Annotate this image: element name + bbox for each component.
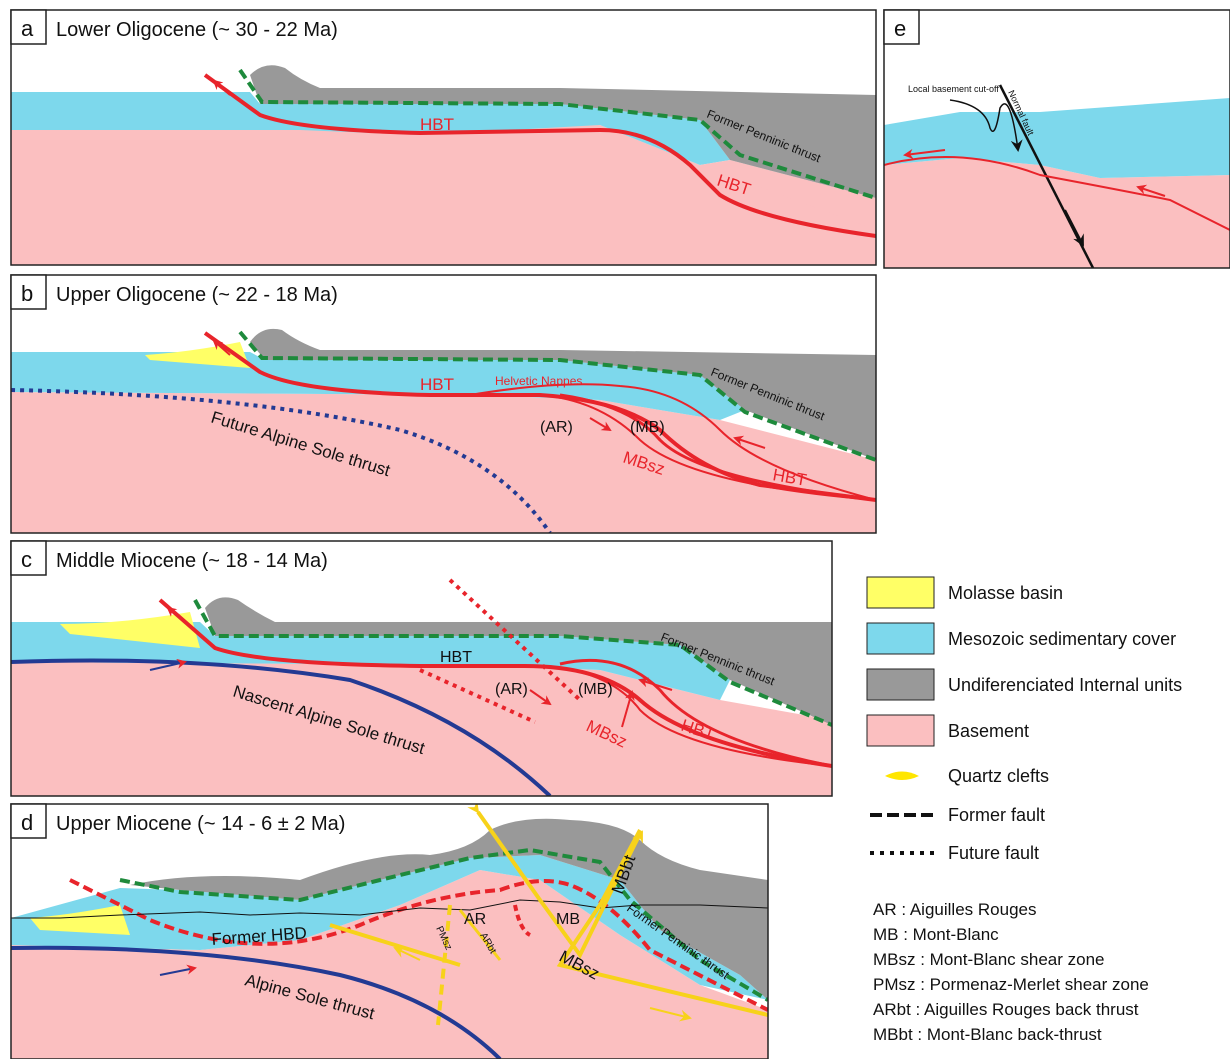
mb-arrow bbox=[589, 417, 612, 432]
legend-swatch-basement bbox=[866, 714, 935, 747]
legend: Molasse basin Mesozoic sedimentary cover… bbox=[866, 576, 1182, 863]
panel-e-cutoff-label: Local basement cut-off bbox=[908, 84, 999, 94]
abbr-mbbt: MBbt : Mont-Blanc back-thrust bbox=[873, 1025, 1102, 1044]
arbt-fault bbox=[458, 909, 502, 961]
cover-layer-right bbox=[700, 160, 876, 230]
panel-e-letter: e bbox=[894, 16, 906, 41]
panel-c-ar-label: (AR) bbox=[495, 681, 528, 698]
mbbt-fault bbox=[538, 831, 642, 959]
legend-label-basement: Basement bbox=[948, 721, 1029, 741]
legend-label-molasse: Molasse basin bbox=[948, 583, 1063, 603]
yellow-thrust-left bbox=[467, 804, 542, 902]
cover-layer bbox=[11, 92, 730, 165]
pmsz-arrow bbox=[393, 946, 421, 961]
abbr-mb: MB : Mont-Blanc bbox=[873, 925, 999, 944]
molasse-basin bbox=[60, 612, 200, 648]
panel-d bbox=[11, 804, 768, 1059]
normal-fault-arrow bbox=[1064, 209, 1084, 247]
legend-label-internal: Undiferenciated Internal units bbox=[948, 675, 1182, 695]
molasse-basin bbox=[30, 905, 130, 935]
red-thrust-arrow-2 bbox=[1136, 184, 1166, 197]
sole-arrow bbox=[149, 658, 187, 671]
panel-b-mb-label: (MB) bbox=[630, 419, 665, 436]
mbsz-line-1 bbox=[539, 394, 876, 501]
pmsz-fault bbox=[329, 923, 461, 967]
hbt-arrow-2 bbox=[638, 677, 673, 691]
basement-area bbox=[11, 392, 876, 533]
sole-thrust bbox=[11, 945, 502, 1059]
former-hbd-line bbox=[69, 878, 768, 1012]
yellow-thrust-right bbox=[556, 829, 768, 1017]
panel-d-mb-label: MB bbox=[556, 911, 580, 928]
penninic-thrust-line bbox=[238, 68, 876, 200]
panel-c-letter: c bbox=[21, 547, 32, 572]
sole-thrust bbox=[11, 658, 552, 796]
legend-label-former-fault: Former fault bbox=[948, 805, 1045, 825]
panel-b-letter: b bbox=[21, 281, 33, 306]
legend-label-quartz: Quartz clefts bbox=[948, 766, 1049, 786]
abbr-arbt: ARbt : Aiguilles Rouges back thrust bbox=[873, 1000, 1139, 1019]
internal-units bbox=[250, 65, 876, 198]
abbr-ar: AR : Aiguilles Rouges bbox=[873, 900, 1036, 919]
helvetic-nappes-line bbox=[469, 383, 876, 501]
panel-b-hbt-label: HBT bbox=[420, 375, 454, 394]
panel-b-helvetic-label: Helvetic Nappes bbox=[495, 374, 582, 388]
ar-dashed-fault bbox=[436, 904, 452, 1026]
future-fault-2 bbox=[419, 668, 536, 724]
sole-arrow bbox=[159, 964, 197, 976]
panel-c-mb-label: (MB) bbox=[578, 681, 613, 698]
panel-b-ar-label: (AR) bbox=[540, 419, 573, 436]
cutoff-curve bbox=[949, 99, 1023, 152]
panel-a-letter: a bbox=[21, 16, 34, 41]
panel-a-hbt-label: HBT bbox=[420, 115, 454, 134]
internal-units bbox=[130, 818, 768, 1000]
internal-units bbox=[250, 328, 876, 460]
panel-a bbox=[11, 10, 876, 265]
panel-d-letter: d bbox=[21, 810, 33, 835]
basement-area bbox=[11, 870, 768, 1059]
penninic-thrust-line bbox=[193, 599, 832, 727]
panel-c-title: Middle Miocene (~ 18 - 14 Ma) bbox=[56, 550, 328, 572]
red-thrust bbox=[884, 156, 1230, 231]
mbbt-arrow bbox=[627, 830, 643, 861]
abbr-pmsz: PMsz : Pormenaz-Merlet shear zone bbox=[873, 975, 1149, 994]
mbsz-line-2 bbox=[559, 658, 832, 768]
penninic-thrust-line bbox=[119, 847, 768, 1002]
legend-swatch-quartz bbox=[885, 771, 919, 780]
legend-swatch-molasse bbox=[866, 576, 935, 609]
panel-a-title: Lower Oligocene (~ 30 - 22 Ma) bbox=[56, 19, 338, 41]
panel-d-title: Upper Miocene (~ 14 - 6 ± 2 Ma) bbox=[56, 813, 345, 835]
mb-arrow-2 bbox=[733, 435, 766, 449]
panel-b-title: Upper Oligocene (~ 22 - 18 Ma) bbox=[56, 284, 338, 306]
topography-line bbox=[11, 899, 768, 919]
future-fault-1 bbox=[448, 578, 582, 702]
hbt-arrow bbox=[212, 339, 231, 356]
mbsz-line-1 bbox=[539, 665, 832, 767]
mbsz-line-2 bbox=[559, 393, 876, 502]
red-thrust-arrow-1 bbox=[903, 149, 946, 159]
abbreviations-list: AR : Aiguilles Rouges MB : Mont-Blanc MB… bbox=[873, 900, 1149, 1044]
panel-b bbox=[11, 275, 876, 533]
red-dome bbox=[513, 904, 532, 937]
legend-swatch-internal bbox=[866, 668, 935, 701]
hbt-line bbox=[203, 73, 876, 238]
panel-c-hbt-label: HBT bbox=[440, 649, 472, 666]
basement-area bbox=[11, 125, 876, 265]
mbsz-arrow bbox=[649, 1007, 692, 1022]
hbt-arrow bbox=[212, 79, 231, 96]
internal-units bbox=[205, 597, 832, 725]
panel-d-ar-label: AR bbox=[464, 911, 486, 928]
legend-label-future-fault: Future fault bbox=[948, 843, 1039, 863]
legend-swatch-cover bbox=[866, 622, 935, 655]
hbt-arrow bbox=[166, 606, 186, 623]
mb-arrow bbox=[529, 689, 552, 706]
cover-layer bbox=[11, 352, 745, 420]
panel-c bbox=[11, 541, 832, 796]
panel-e bbox=[884, 10, 1230, 268]
cover-layer bbox=[11, 855, 768, 1000]
legend-label-cover: Mesozoic sedimentary cover bbox=[948, 629, 1176, 649]
abbr-mbsz: MBsz : Mont-Blanc shear zone bbox=[873, 950, 1104, 969]
mb-arrow-2 bbox=[621, 690, 635, 728]
